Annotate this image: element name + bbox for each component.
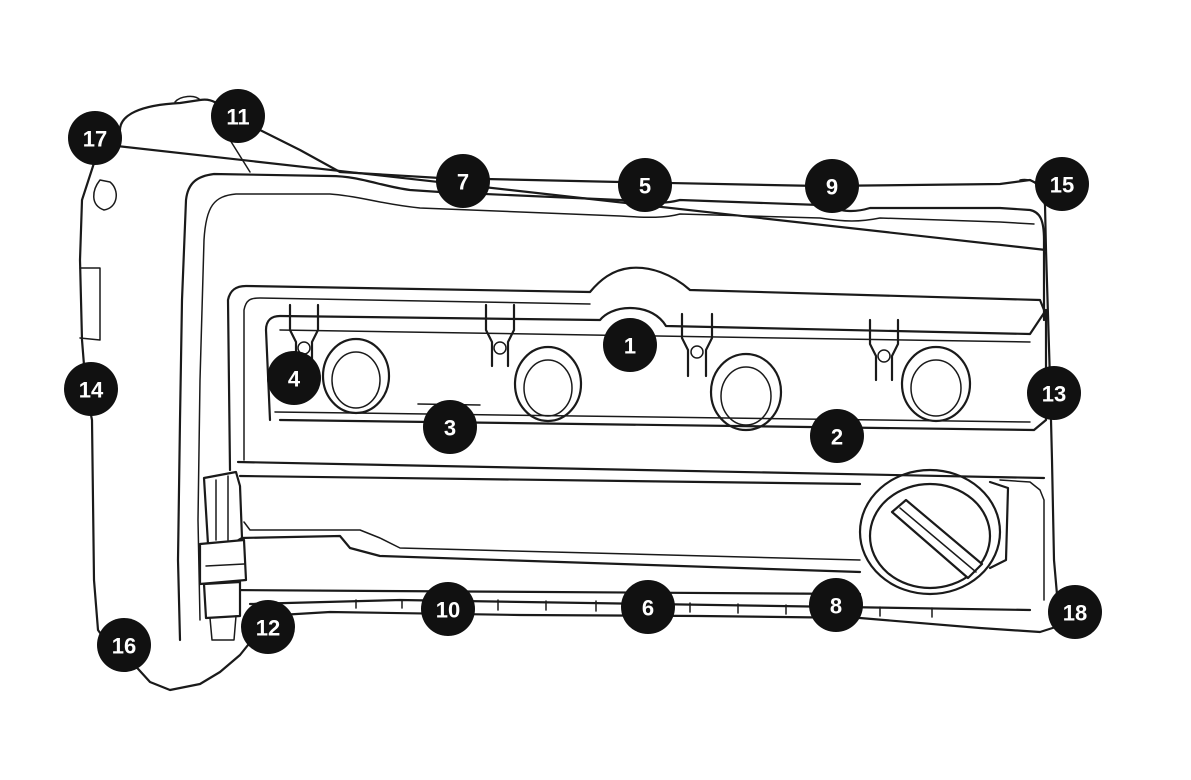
callout-number: 18	[1063, 601, 1087, 626]
callout-18: 18	[1048, 585, 1102, 639]
callout-marker	[421, 582, 475, 636]
callout-marker	[603, 318, 657, 372]
callout-number: 8	[830, 594, 842, 619]
spark-plug-holes	[321, 337, 972, 432]
callout-13: 13	[1027, 366, 1081, 420]
coil-mounting-tabs	[288, 303, 900, 382]
callout-marker	[68, 111, 122, 165]
callout-number: 6	[642, 596, 654, 621]
callout-marker	[97, 618, 151, 672]
callout-number: 15	[1050, 173, 1074, 198]
callout-number: 1	[624, 334, 636, 359]
callout-marker	[1048, 585, 1102, 639]
callout-number: 3	[444, 416, 456, 441]
callout-number: 13	[1042, 382, 1066, 407]
callout-2: 2	[810, 409, 864, 463]
callout-number: 17	[83, 127, 107, 152]
callout-7: 7	[436, 154, 490, 208]
callout-number: 4	[288, 367, 301, 392]
callout-marker	[241, 600, 295, 654]
callout-number: 10	[436, 598, 460, 623]
callout-number: 2	[831, 425, 843, 450]
callout-marker	[64, 362, 118, 416]
cover-body	[176, 172, 1048, 642]
callout-15: 15	[1035, 157, 1089, 211]
callout-3: 3	[423, 400, 477, 454]
callout-number: 16	[112, 634, 136, 659]
callout-11: 11	[211, 89, 265, 143]
callout-marker	[423, 400, 477, 454]
oil-filler-cap	[858, 468, 1002, 596]
callout-16: 16	[97, 618, 151, 672]
callout-marker	[810, 409, 864, 463]
callout-number: 5	[639, 174, 651, 199]
callout-10: 10	[421, 582, 475, 636]
callout-number: 7	[457, 170, 469, 195]
callout-number: 14	[79, 378, 104, 403]
callout-number: 9	[826, 175, 838, 200]
callout-number: 11	[226, 105, 249, 130]
callout-marker	[618, 158, 672, 212]
callout-14: 14	[64, 362, 118, 416]
callout-4: 4	[267, 351, 321, 405]
callout-5: 5	[618, 158, 672, 212]
callout-6: 6	[621, 580, 675, 634]
callout-marker	[436, 154, 490, 208]
callout-9: 9	[805, 159, 859, 213]
callout-1: 1	[603, 318, 657, 372]
callout-marker	[1027, 366, 1081, 420]
callout-marker	[621, 580, 675, 634]
callout-marker	[267, 351, 321, 405]
callout-marker	[805, 159, 859, 213]
pcv-fitting	[198, 470, 248, 641]
callout-8: 8	[809, 578, 863, 632]
callout-marker	[1035, 157, 1089, 211]
callout-marker	[211, 89, 265, 143]
callout-12: 12	[241, 600, 295, 654]
callout-17: 17	[68, 111, 122, 165]
callout-marker	[809, 578, 863, 632]
callout-number: 12	[256, 616, 280, 641]
